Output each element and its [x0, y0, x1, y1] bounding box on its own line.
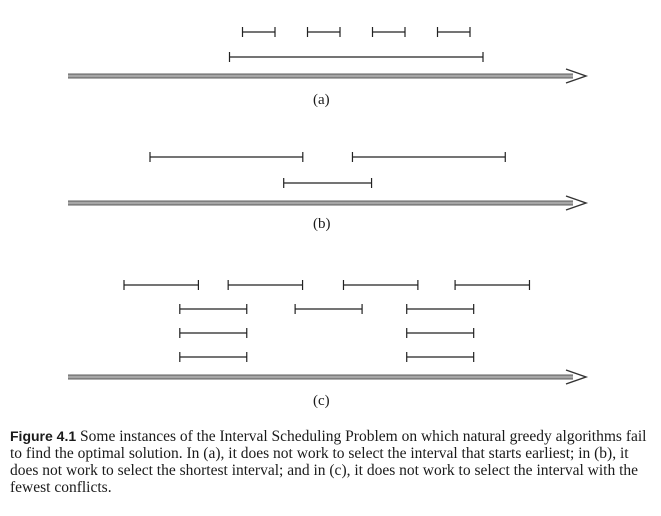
time-axis [68, 68, 589, 84]
interval [241, 27, 276, 37]
interval [227, 280, 304, 290]
interval [179, 352, 248, 362]
interval [406, 304, 475, 314]
panel-b [68, 152, 589, 211]
interval-figure [68, 27, 589, 385]
interval [294, 304, 363, 314]
interval [342, 280, 419, 290]
interval [149, 152, 304, 162]
interval [436, 27, 471, 37]
interval [406, 352, 475, 362]
interval [179, 304, 248, 314]
interval [123, 280, 199, 290]
time-axis [68, 369, 589, 385]
panel-label-a: (a) [313, 92, 330, 108]
panel-a [68, 27, 589, 84]
interval [454, 280, 531, 290]
interval [228, 52, 484, 62]
figure-caption: Figure 4.1 Some instances of the Interva… [10, 428, 650, 496]
interval [283, 178, 373, 188]
panel-label-c: (c) [313, 393, 330, 409]
interval [306, 27, 341, 37]
figure-number: Figure 4.1 [10, 428, 77, 444]
time-axis [68, 195, 589, 211]
interval [371, 27, 406, 37]
panel-c [68, 280, 589, 385]
interval [406, 328, 475, 338]
interval [179, 328, 248, 338]
caption-text: Some instances of the Interval Schedulin… [10, 428, 647, 496]
panel-label-b: (b) [313, 216, 331, 232]
interval [351, 152, 506, 162]
